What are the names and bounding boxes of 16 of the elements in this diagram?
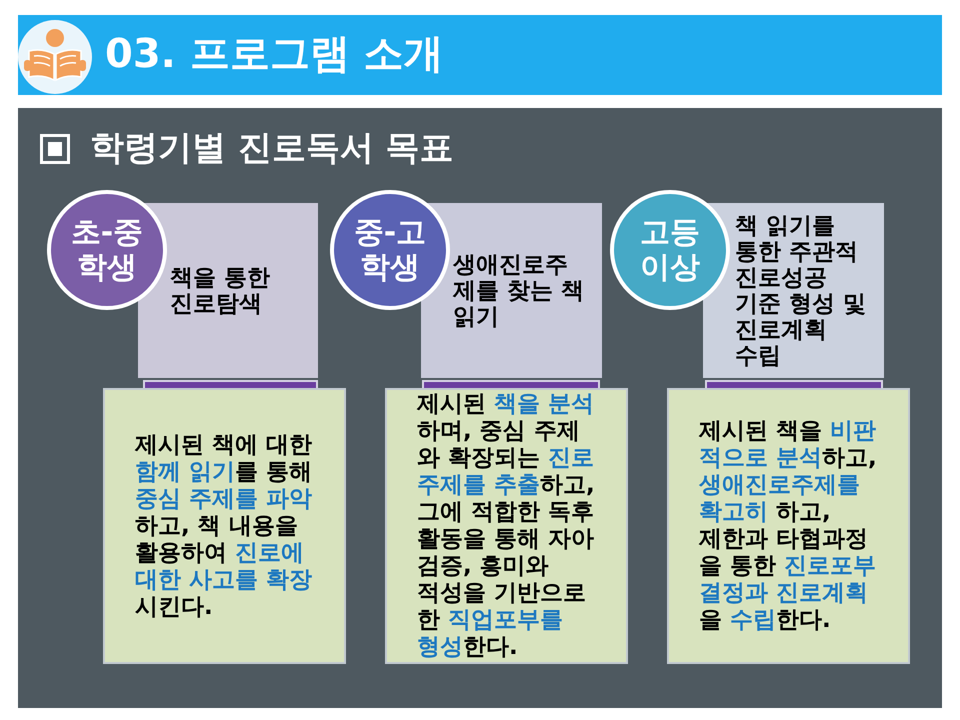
description-text: 제시된 책을 분석 하며, 중심 주제 와 확장되는 진로 주제를 추출하고, 그에 적합한 독후 활동을 통해 자아 검증, 흥미와 적성을 기반으로 한 직업포부를 형성한다. xyxy=(417,391,596,661)
goal-text: 책 읽기를 통한 주관적 진로성공 기준 형성 및 진로계획 수립 xyxy=(735,212,868,368)
description-text: 제시된 책을 비판 적으로 분석하고, 생애진로주제를 확고히 하고, 제한과 타협과정 을 통한 진로포부 결정과 진로계획 을 수립한다. xyxy=(699,418,878,634)
goal-text: 책을 통한 진로탐색 xyxy=(170,264,272,316)
description-box xyxy=(667,388,910,664)
goal-box xyxy=(703,203,884,378)
description-box xyxy=(103,388,346,664)
slide-title: 03. 프로그램 소개 xyxy=(105,30,444,79)
content-panel xyxy=(18,108,942,708)
level-label: 초-중 학생 xyxy=(70,215,144,285)
description-text: 제시된 책에 대한 함께 읽기를 통해 중심 주제를 파악 하고, 책 내용을 활용하여 진로에 대한 사고를 확장 시킨다. xyxy=(135,432,314,620)
level-label: 중-고 학생 xyxy=(352,215,428,285)
section-heading: 학령기별 진로독서 목표 xyxy=(90,128,454,168)
level-label: 고등 이상 xyxy=(639,215,701,285)
description-box xyxy=(385,388,628,664)
goal-text: 생애진로주 제를 찾는 책 읽기 xyxy=(453,252,586,330)
